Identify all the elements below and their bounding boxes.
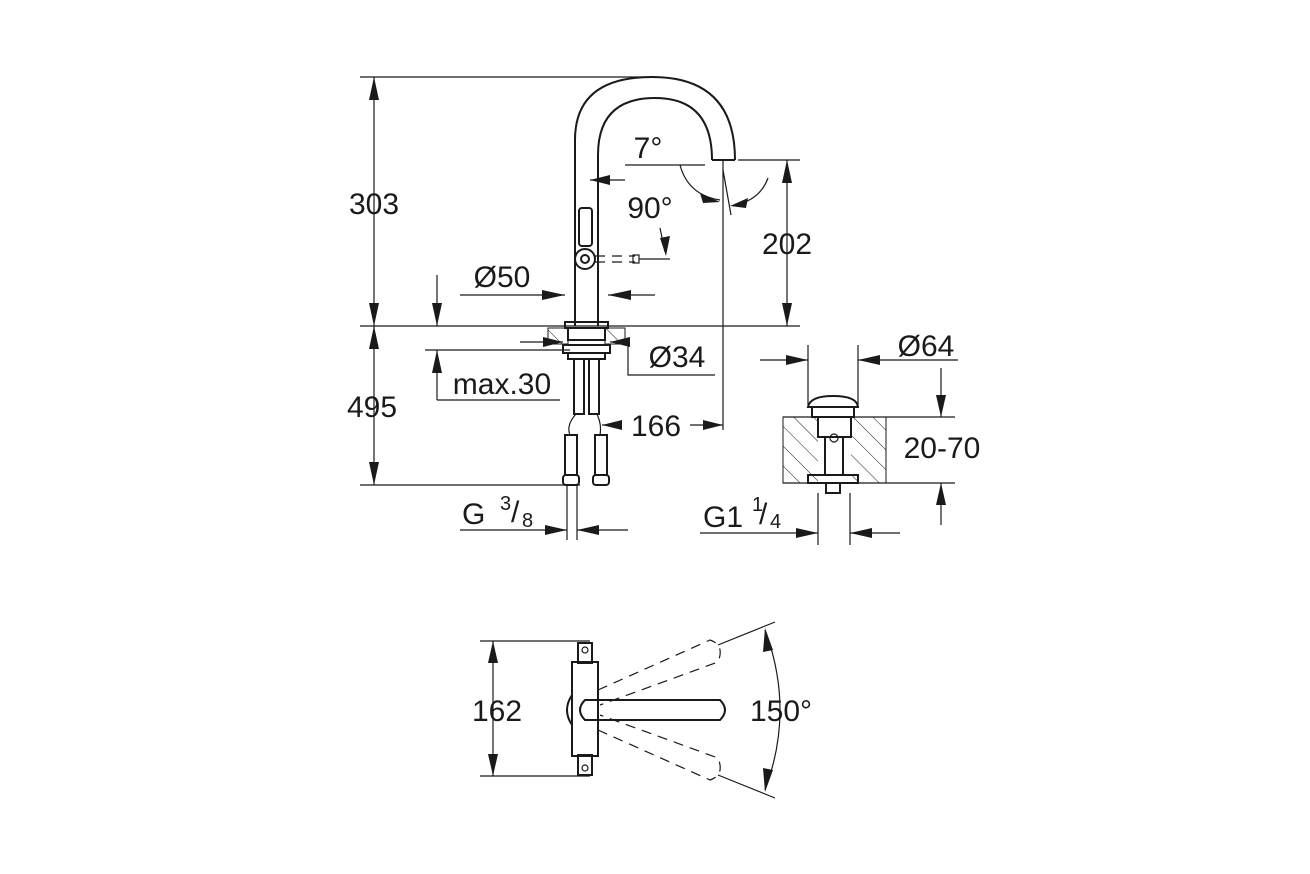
dim-height-top: 303	[349, 77, 399, 326]
dim-label-166: 166	[631, 410, 681, 443]
dim-label-90deg: 90°	[627, 192, 672, 225]
dim-label-7deg: 7°	[634, 132, 663, 165]
dim-label-o50: Ø50	[474, 261, 531, 294]
thread-numerator: 3	[500, 493, 511, 515]
dim-waste-diameter: Ø64	[760, 330, 958, 365]
waste-thread-numerator: 1	[752, 494, 763, 516]
dim-connection-thread: G 3 / 8	[460, 493, 628, 535]
dim-top-width: 162	[472, 641, 522, 776]
dim-label-o64: Ø64	[898, 330, 955, 363]
dim-label-150deg: 150°	[750, 695, 812, 728]
spout-inner	[597, 96, 713, 326]
dim-label-202: 202	[762, 228, 812, 261]
dim-label-303: 303	[349, 188, 399, 221]
waste-drain-view	[782, 345, 955, 545]
lever-top-view	[579, 699, 726, 721]
supply-hoses	[562, 358, 610, 540]
dim-waste-thread: G1 1 / 4	[700, 494, 900, 538]
dim-height-bottom: 495	[347, 326, 397, 485]
faucet-top-view	[480, 639, 726, 781]
dim-spout-reach: 166	[602, 410, 723, 443]
waste-thread-denominator: 4	[770, 511, 781, 533]
lever-swivel-upper	[597, 639, 721, 706]
dim-label-max30: max.30	[453, 368, 551, 401]
dim-label-o34: Ø34	[649, 341, 706, 374]
dim-waste-range: 20-70	[904, 368, 981, 525]
thread-slash: /	[511, 496, 520, 529]
faucet-side-view	[360, 75, 800, 540]
lever-handle	[574, 207, 670, 270]
dim-angle-7: 7°	[625, 132, 769, 216]
dim-max-thickness: max.30	[425, 349, 570, 401]
waste-thread-g1-label: G1	[703, 501, 743, 534]
dim-base-diameter: Ø50	[432, 261, 655, 326]
thread-g-label: G	[462, 498, 485, 531]
spout-body	[574, 75, 736, 326]
waste-thread-slash: /	[759, 498, 768, 531]
dim-spout-height: 202	[762, 160, 812, 326]
dim-label-495: 495	[347, 391, 397, 424]
dim-angle-90: 90°	[590, 175, 673, 256]
thread-denominator: 8	[522, 510, 533, 532]
dim-label-162: 162	[472, 695, 522, 728]
dim-label-20-70: 20-70	[904, 432, 981, 465]
dim-swivel-angle: 150°	[717, 621, 812, 799]
lever-swivel-lower	[597, 714, 721, 781]
dim-hole-diameter: Ø34	[520, 337, 715, 376]
